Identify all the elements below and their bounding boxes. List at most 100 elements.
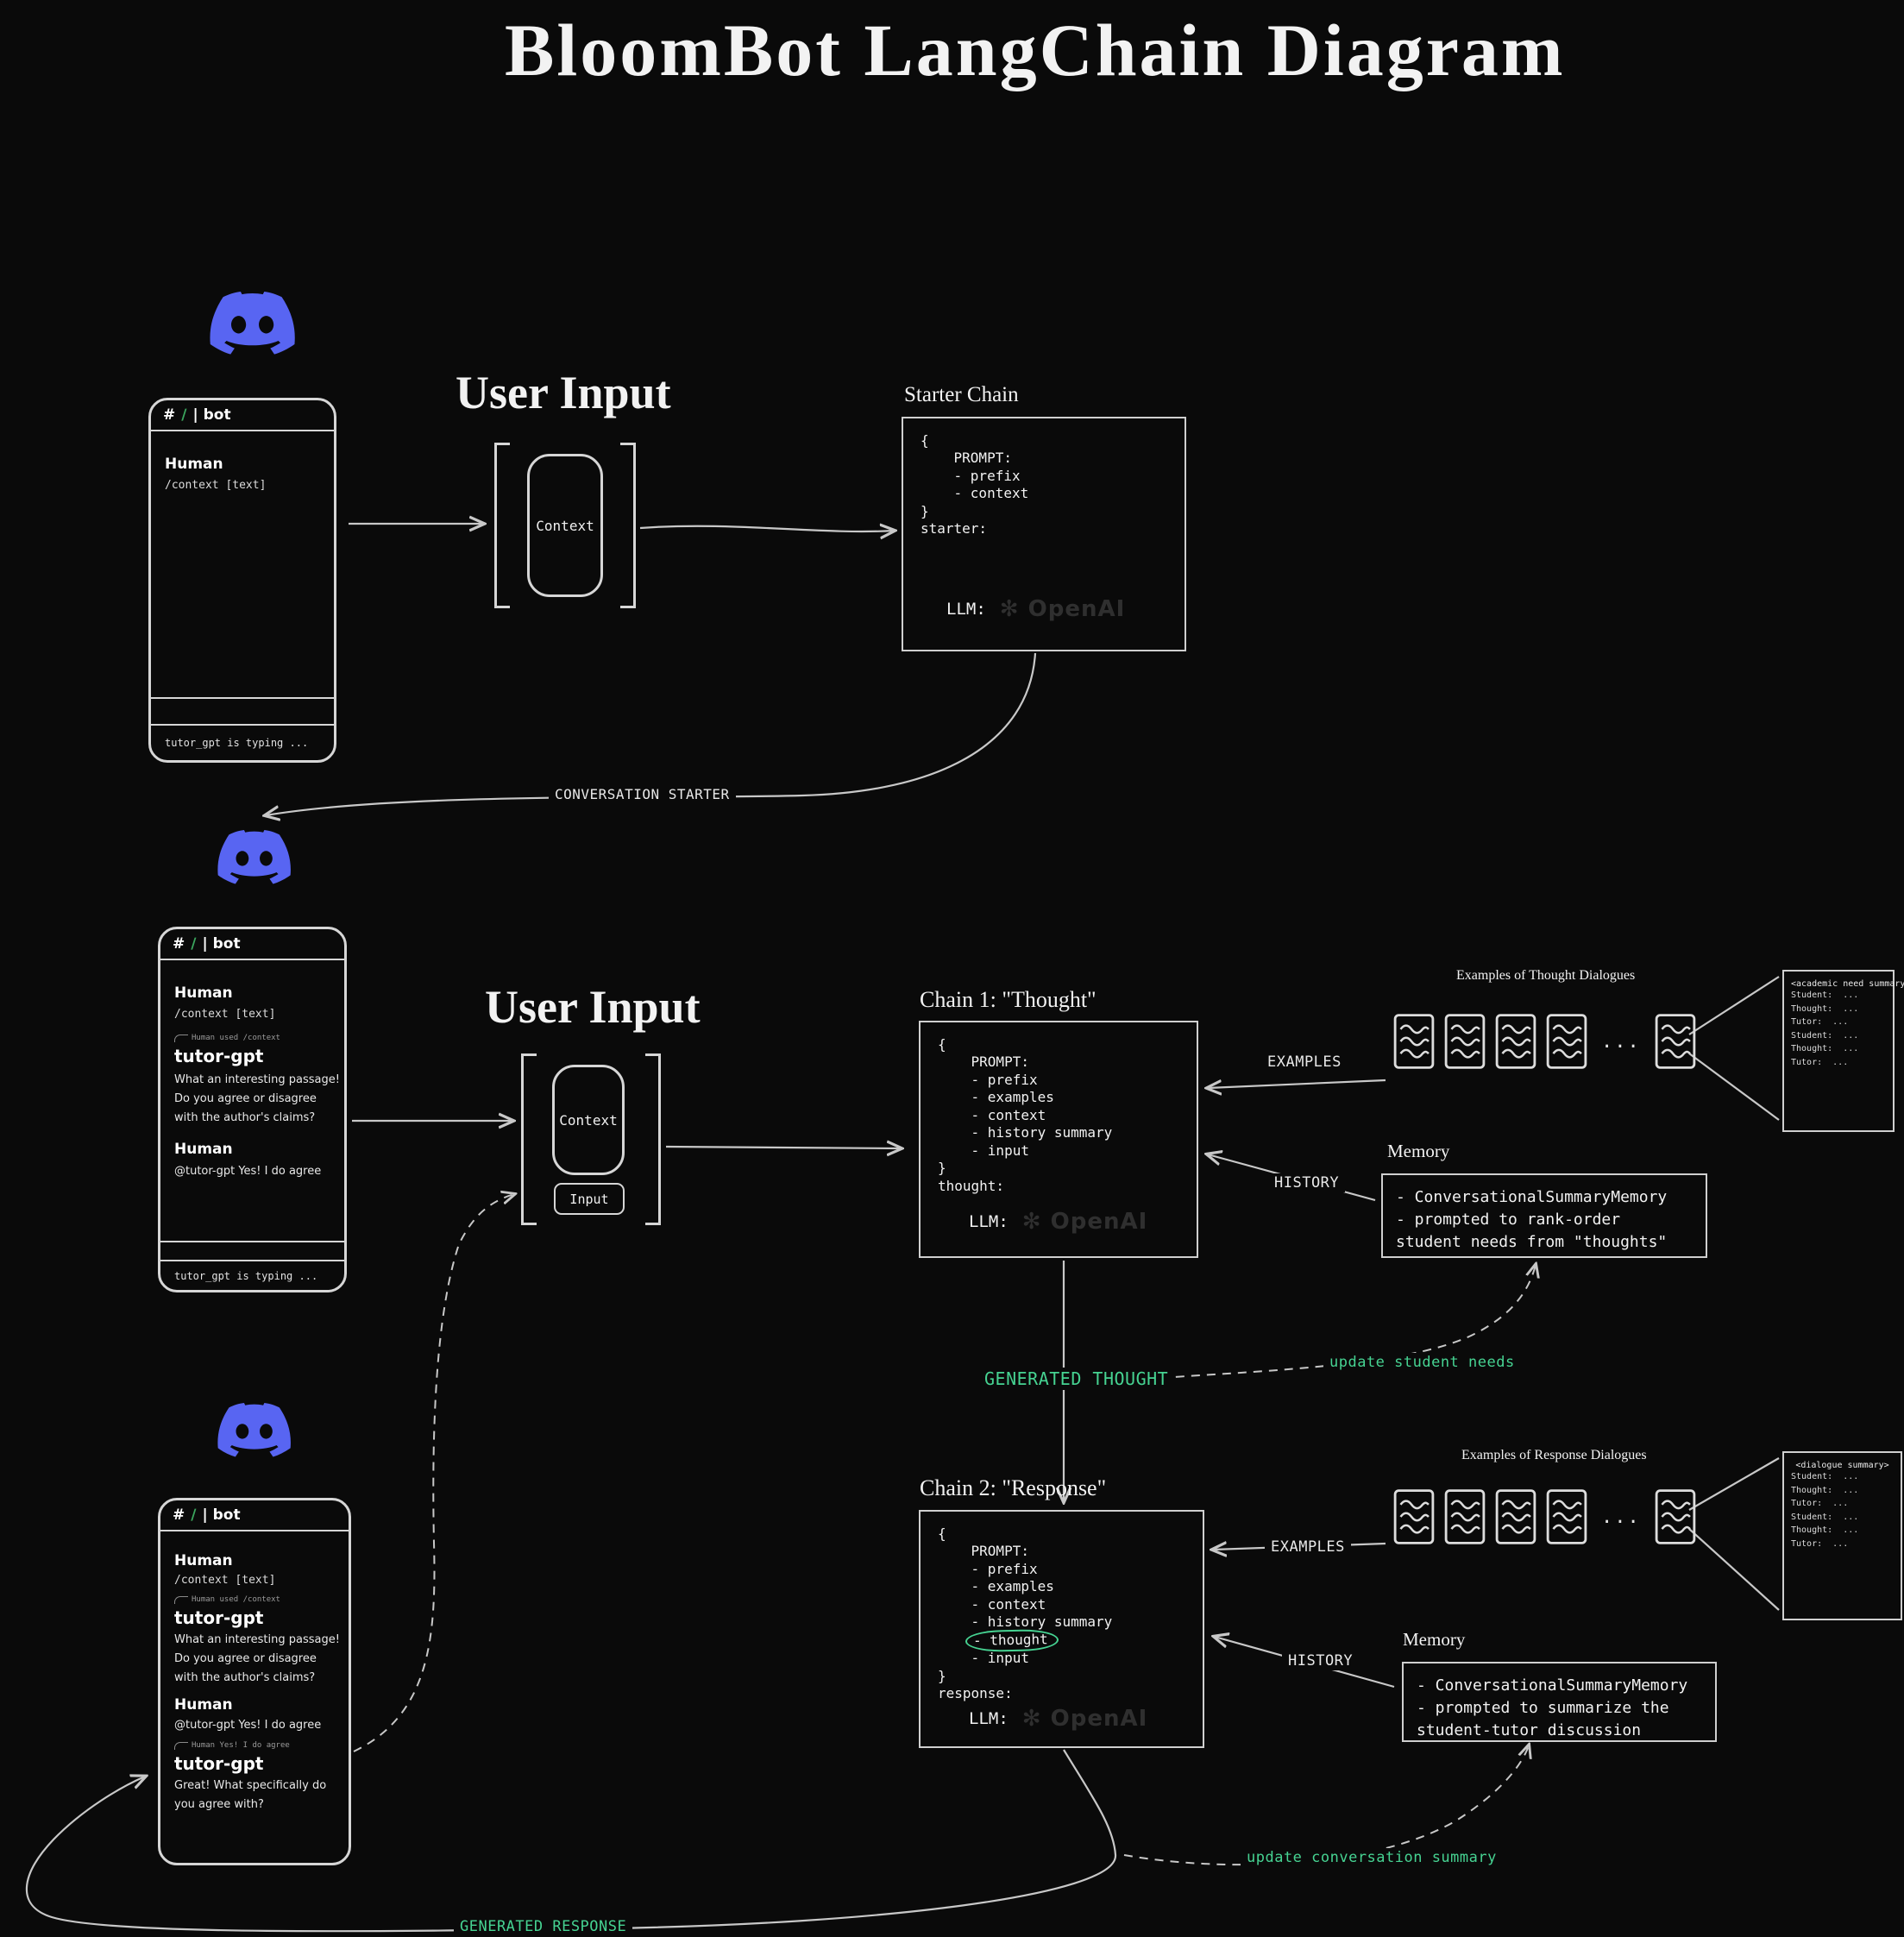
memory2-title: Memory [1403, 1629, 1466, 1650]
chain-line: starter: [921, 520, 988, 538]
message-text: @tutor-gpt Yes! I do agree [174, 1165, 322, 1179]
summary-line: Thought: ... [1791, 1003, 1859, 1014]
message-author: Human [174, 1696, 233, 1714]
user-input-label: User Input [456, 367, 671, 418]
chain-line: - history summary [938, 1124, 1113, 1141]
document-icon [1393, 1014, 1435, 1069]
divider [160, 1241, 344, 1242]
openai-logo: ✻ OpenAI [1021, 1209, 1148, 1235]
hash-icon: # [173, 935, 185, 953]
chain-line: } [921, 502, 929, 519]
left-bracket-icon [521, 1053, 537, 1225]
reply-line-icon [174, 1741, 188, 1750]
message-author: tutor-gpt [174, 1046, 264, 1066]
summary-line: Tutor: ... [1791, 1057, 1849, 1067]
examples-label: EXAMPLES [1261, 1053, 1348, 1072]
chain-line: - context [938, 1595, 1046, 1613]
llm-label: LLM: [946, 600, 986, 619]
examples1-title: Examples of Thought Dialogues [1456, 968, 1636, 983]
discord-chat-3: # ∕ | bot Human /context [text] Human us… [158, 1498, 351, 1865]
chain-line: - input [938, 1650, 1029, 1667]
history-label: HISTORY [1282, 1651, 1360, 1670]
chain-line: { [938, 1036, 946, 1053]
chain1-title: Chain 1: "Thought" [920, 987, 1097, 1012]
channel-name: | bot [202, 1506, 241, 1524]
chain-line: { [938, 1525, 946, 1542]
typing-bar: tutor_gpt is typing ... [151, 724, 334, 760]
message-text: Do you agree or disagree [174, 1092, 317, 1106]
update-student-needs-label: update student needs [1323, 1353, 1521, 1372]
memory1-box: - ConversationalSummaryMemory - prompted… [1381, 1173, 1707, 1258]
context-command: /context [text] [174, 1008, 276, 1021]
memory1-title: Memory [1387, 1141, 1450, 1161]
message-text: @tutor-gpt Yes! I do agree [174, 1719, 322, 1733]
right-bracket-icon [620, 443, 636, 608]
thought-highlight: - thought [965, 1628, 1059, 1653]
llm-row: LLM: ✻ OpenAI [946, 596, 1125, 622]
message-author: tutor-gpt [174, 1752, 264, 1774]
message-author: Human [174, 1141, 233, 1159]
chain-line: - input [938, 1141, 1029, 1159]
chain-line: - examples [938, 1578, 1054, 1595]
summary-title: <academic need summary> [1791, 979, 1904, 989]
channel-name: | bot [192, 406, 231, 424]
user-input-label: User Input [485, 981, 701, 1033]
discord-chat-2: # ∕ | bot Human /context [text] Human us… [158, 927, 347, 1292]
document-icon [1444, 1489, 1486, 1544]
chain-line: PROMPT: [938, 1543, 1029, 1560]
message-text: with the author's claims? [174, 1111, 316, 1125]
message-text: you agree with? [174, 1797, 264, 1811]
openai-glyph-icon: ✻ [999, 596, 1020, 622]
memory-line: - ConversationalSummaryMemory [1417, 1676, 1688, 1695]
openai-glyph-icon: ✻ [1021, 1706, 1042, 1732]
channel-header: # ∕ | bot [160, 1500, 349, 1531]
input-node: Input [554, 1183, 625, 1215]
slash-icon: ∕ [181, 406, 187, 424]
summary-line: Tutor: ... [1791, 1499, 1849, 1508]
context-bracket-1: Context [494, 443, 636, 608]
message-text: with the author's claims? [174, 1671, 316, 1685]
openai-glyph-icon: ✻ [1021, 1209, 1042, 1235]
right-bracket-icon [645, 1053, 661, 1225]
history-label: HISTORY [1268, 1173, 1346, 1192]
document-icon [1655, 1489, 1696, 1544]
channel-header: # ∕ | bot [160, 929, 344, 960]
discord-logo-icon [217, 1403, 292, 1462]
document-icon [1546, 1489, 1587, 1544]
message-text: What an interesting passage! [174, 1073, 340, 1086]
discord-chat-1: # ∕ | bot Human /context [text] tutor_gp… [148, 398, 336, 763]
openai-logo: ✻ OpenAI [1021, 1706, 1148, 1732]
summary-line: Student: ... [1791, 991, 1859, 1000]
summary-title: <dialogue summary> [1795, 1461, 1889, 1470]
chain-line: } [938, 1667, 946, 1684]
reply-line-icon [174, 1596, 188, 1604]
chain-line: - prefix [921, 467, 1021, 484]
chain-line: - examples [938, 1089, 1054, 1106]
summary-line: Student: ... [1791, 1472, 1859, 1481]
context-node: Context [552, 1065, 625, 1175]
message-text: Do you agree or disagree [174, 1652, 317, 1666]
document-icon [1546, 1014, 1587, 1069]
llm-label: LLM: [969, 1709, 1009, 1728]
chain-line: } [938, 1160, 946, 1177]
context-command: /context [text] [174, 1574, 276, 1587]
generated-response-label: GENERATED RESPONSE [454, 1917, 633, 1936]
chain2-title: Chain 2: "Response" [920, 1475, 1107, 1500]
divider [151, 697, 334, 699]
chain-line-thought: - thought [938, 1628, 1185, 1653]
reply-line-icon [174, 1035, 188, 1042]
summary-line: Student: ... [1791, 1030, 1859, 1041]
memory-line: - prompted to summarize the [1417, 1699, 1669, 1718]
summary-line: Tutor: ... [1791, 1538, 1849, 1549]
hash-icon: # [173, 1506, 185, 1524]
context-bracket-2: Context Input [521, 1053, 661, 1225]
reply-hint: Human used /context [174, 1034, 330, 1042]
thought-dialogue-docs: ... [1393, 1013, 1696, 1070]
typing-indicator: tutor_gpt is typing ... [165, 737, 309, 749]
memory-line: student-tutor discussion [1417, 1721, 1642, 1740]
message-text: What an interesting passage! [174, 1633, 340, 1646]
chain-line: - prefix [938, 1071, 1038, 1088]
memory-line: - ConversationalSummaryMemory [1396, 1188, 1668, 1206]
chain1-box: { PROMPT: - prefix - examples - context … [919, 1021, 1198, 1258]
academic-need-summary-box: <academic need summary> Student: ... Tho… [1782, 970, 1904, 1132]
